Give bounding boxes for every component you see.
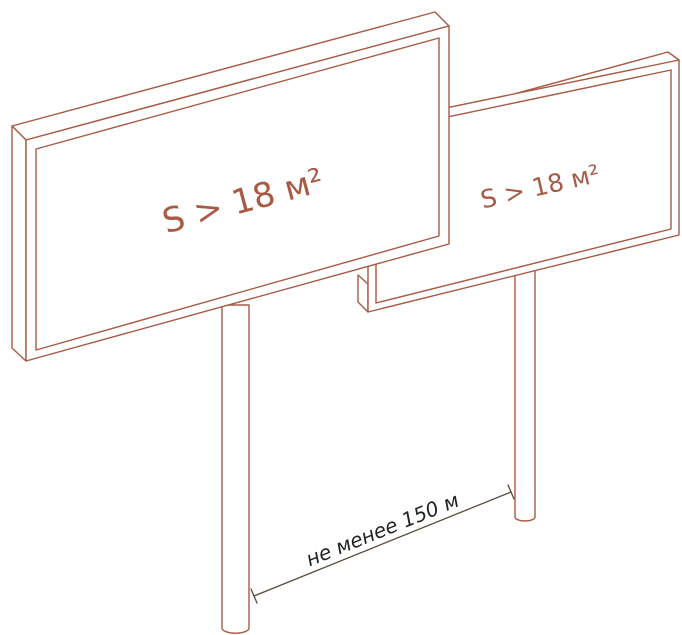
dimension-line bbox=[253, 491, 512, 597]
billboard-back-post bbox=[514, 269, 536, 522]
distance-label: не менее 150 м bbox=[302, 488, 462, 571]
billboard-front-post bbox=[221, 304, 250, 634]
billboard-front-frame bbox=[11, 11, 450, 362]
dimension-tick-right bbox=[507, 484, 515, 500]
billboard-front: S > 18 м² bbox=[11, 11, 450, 634]
dimension-tick-left bbox=[250, 588, 258, 604]
distance-dimension: не менее 150 м bbox=[250, 484, 515, 604]
